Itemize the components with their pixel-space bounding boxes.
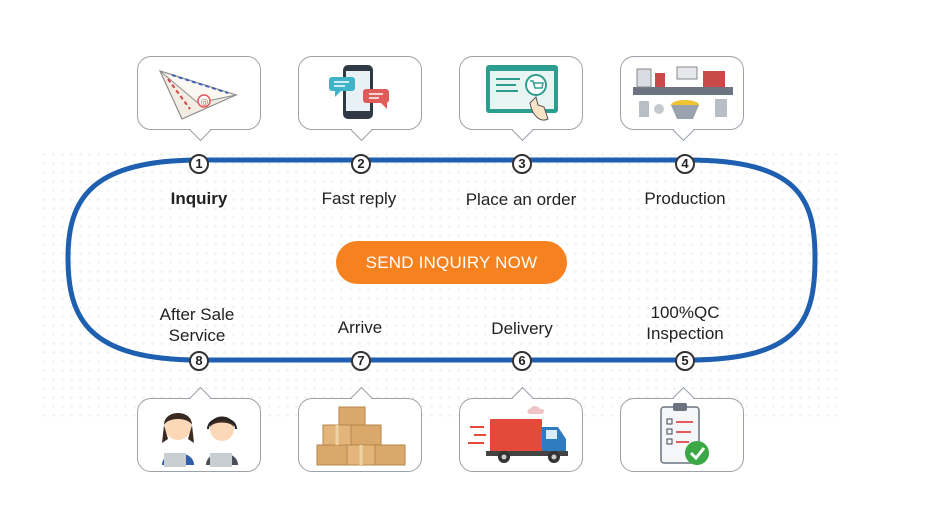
delivery-truck-icon bbox=[468, 406, 568, 463]
cardboard-boxes-icon bbox=[316, 406, 406, 466]
step-label-place-order: Place an order bbox=[465, 190, 577, 209]
step-label-qc-line1: 100%QC bbox=[650, 303, 720, 322]
step-label-arrive: Arrive bbox=[337, 318, 383, 337]
card-after-sale bbox=[137, 386, 261, 472]
step-number-1: 1 bbox=[189, 154, 209, 174]
step-label-after-sale-line1: After Sale bbox=[159, 305, 235, 324]
step-number-5: 5 bbox=[675, 351, 695, 371]
svg-text:@: @ bbox=[201, 98, 209, 107]
step-number-8: 8 bbox=[189, 351, 209, 371]
card-inquiry: @ bbox=[137, 56, 261, 142]
step-label-after-sale-line2: Service bbox=[168, 326, 226, 345]
checklist-approved-icon bbox=[660, 403, 709, 465]
step-number-3: 3 bbox=[512, 154, 532, 174]
phone-chat-icon bbox=[329, 65, 389, 119]
card-delivery bbox=[459, 386, 583, 472]
step-label-inquiry: Inquiry bbox=[170, 189, 228, 208]
card-qc-inspection bbox=[620, 386, 744, 472]
world-map-dots bbox=[40, 150, 840, 420]
step-number-6: 6 bbox=[512, 351, 532, 371]
card-arrive bbox=[298, 386, 422, 472]
step-label-production: Production bbox=[644, 189, 726, 208]
step-number-4: 4 bbox=[675, 154, 695, 174]
card-place-order bbox=[459, 56, 583, 142]
online-shop-cart-icon bbox=[486, 65, 558, 121]
step-label-after-sale: After Sale Service bbox=[130, 304, 264, 346]
step-label-delivery: Delivery bbox=[491, 319, 553, 338]
step-number-7: 7 bbox=[351, 351, 371, 371]
send-inquiry-button[interactable]: SEND INQUIRY NOW bbox=[336, 241, 567, 284]
step-label-qc-line2: Inspection bbox=[646, 324, 724, 343]
factory-line-icon bbox=[633, 66, 733, 119]
step-number-2: 2 bbox=[351, 154, 371, 174]
step-label-qc-inspection: 100%QC Inspection bbox=[618, 302, 752, 344]
step-label-fast-reply: Fast reply bbox=[321, 189, 397, 208]
card-fast-reply bbox=[298, 56, 422, 142]
support-agents-icon bbox=[162, 413, 238, 467]
paper-plane-mail-icon: @ bbox=[158, 70, 238, 120]
card-production bbox=[620, 56, 744, 142]
